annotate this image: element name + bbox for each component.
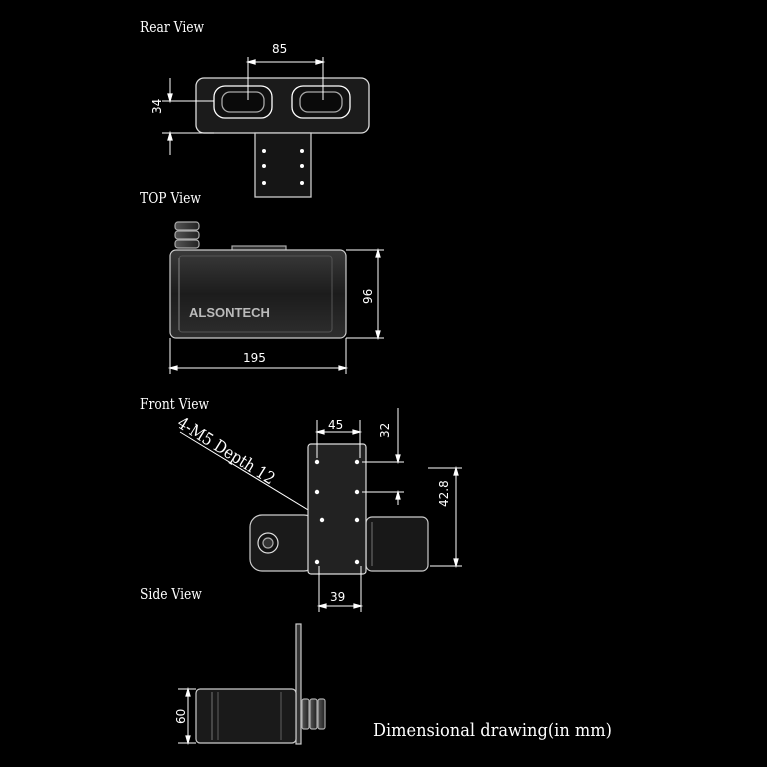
top-body [169, 249, 347, 339]
front-dim-39: 39 [330, 590, 346, 604]
front-dim-32: 32 [378, 422, 392, 438]
front-mounting-plate [307, 443, 367, 575]
side-view-title: Side View [140, 585, 202, 603]
front-view-drawing [179, 408, 462, 612]
rear-width-dim: 85 [272, 42, 288, 56]
front-dim-45: 45 [328, 418, 344, 432]
top-view-drawing [167, 221, 384, 374]
rear-view-drawing [162, 57, 370, 198]
front-dim-42-8: 42.8 [437, 480, 451, 507]
front-right-cylinder [365, 516, 429, 572]
top-width-dim: 195 [243, 351, 266, 365]
top-height-dim: 96 [361, 288, 375, 304]
top-view-title: TOP View [140, 189, 201, 207]
side-view-drawing [178, 623, 326, 746]
hole-note: 4-M5 Depth 12 [174, 412, 279, 488]
brand-label: ALSONTECH [189, 305, 270, 320]
side-plate [295, 623, 302, 745]
rear-height-dim: 34 [150, 98, 164, 114]
rear-view-title: Rear View [140, 18, 205, 36]
drawing-caption: Dimensional drawing(in mm) [373, 720, 612, 741]
front-view-title: Front View [140, 395, 210, 413]
side-height-dim: 60 [174, 708, 188, 724]
side-body [195, 688, 297, 744]
